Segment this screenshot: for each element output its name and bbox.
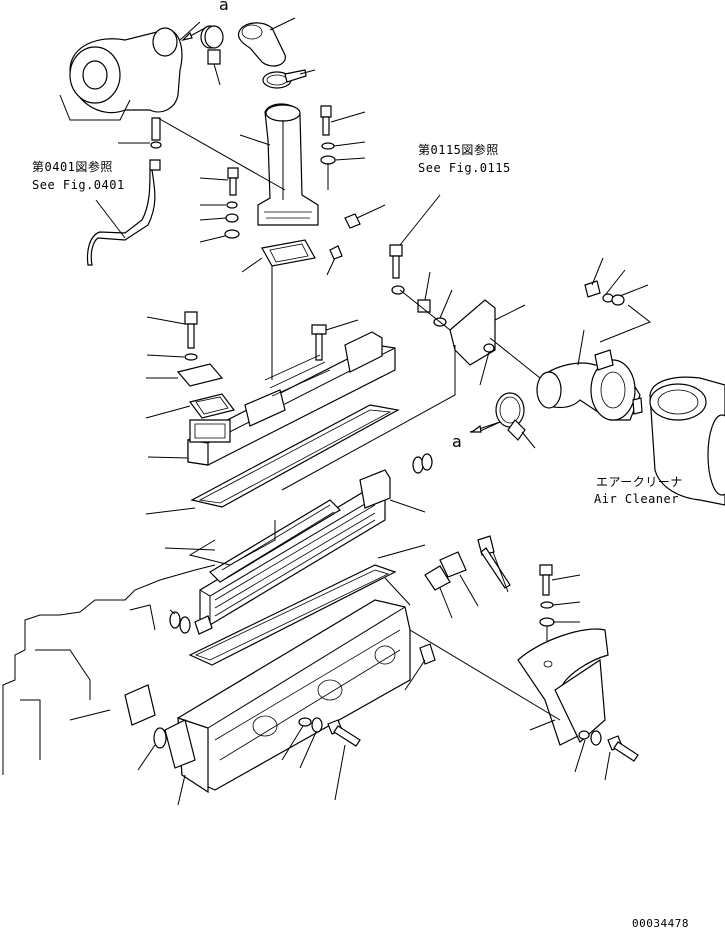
connection-mark-top: a bbox=[219, 0, 230, 14]
manifold-gasket-lower bbox=[188, 544, 426, 666]
connection-arrow-middle bbox=[469, 421, 501, 433]
bolts-manifold-lower bbox=[281, 717, 361, 801]
fig-0115-reference-jp: 第0115図参照 bbox=[418, 143, 499, 157]
engine-block-outline bbox=[2, 520, 276, 775]
bolt-cover-left bbox=[146, 311, 198, 361]
nuts-air-cleaner bbox=[584, 257, 651, 343]
fig-0115-reference-en: See Fig.0115 bbox=[418, 161, 511, 175]
bracket bbox=[281, 289, 526, 491]
support-bracket bbox=[409, 628, 609, 746]
fig-0401-reference-en: See Fig.0401 bbox=[32, 178, 125, 192]
bolt-cover-middle bbox=[311, 319, 359, 361]
bolts-upper bbox=[320, 105, 386, 229]
elbow-hose-top bbox=[237, 17, 316, 89]
hose-clamp-top bbox=[200, 25, 224, 86]
air-cleaner bbox=[632, 376, 725, 506]
air-cleaner-label-jp: エアークリーナ bbox=[596, 475, 683, 489]
o-rings-aftercooler bbox=[169, 453, 433, 635]
air-cleaner-elbow bbox=[489, 329, 641, 421]
bolt-lower-right bbox=[539, 564, 581, 660]
air-cleaner-label-en: Air Cleaner bbox=[594, 492, 679, 506]
bolt-bracket-right bbox=[389, 194, 441, 295]
drawing-number: 00034478 bbox=[632, 917, 689, 930]
air-connector-pipe bbox=[239, 103, 319, 226]
bolts-pipe-left bbox=[199, 167, 240, 243]
cover-plate bbox=[145, 363, 236, 419]
connection-arrow-top bbox=[181, 27, 206, 42]
turbocharger bbox=[59, 21, 201, 121]
manifold-gasket-upper bbox=[145, 404, 400, 515]
pipe-gasket bbox=[241, 239, 343, 380]
flange-plate-left bbox=[124, 684, 167, 771]
intake-manifold-cover bbox=[147, 331, 396, 466]
cover-plate-small bbox=[424, 535, 511, 619]
hose-clamp-middle bbox=[477, 392, 536, 449]
intake-manifold bbox=[164, 599, 436, 806]
bolts-support-bracket bbox=[574, 730, 639, 781]
connection-mark-middle: a bbox=[452, 432, 463, 451]
sensor-tube bbox=[86, 117, 286, 266]
fig-0401-reference-jp: 第0401図参照 bbox=[32, 160, 113, 174]
aftercooler-core bbox=[164, 469, 426, 626]
